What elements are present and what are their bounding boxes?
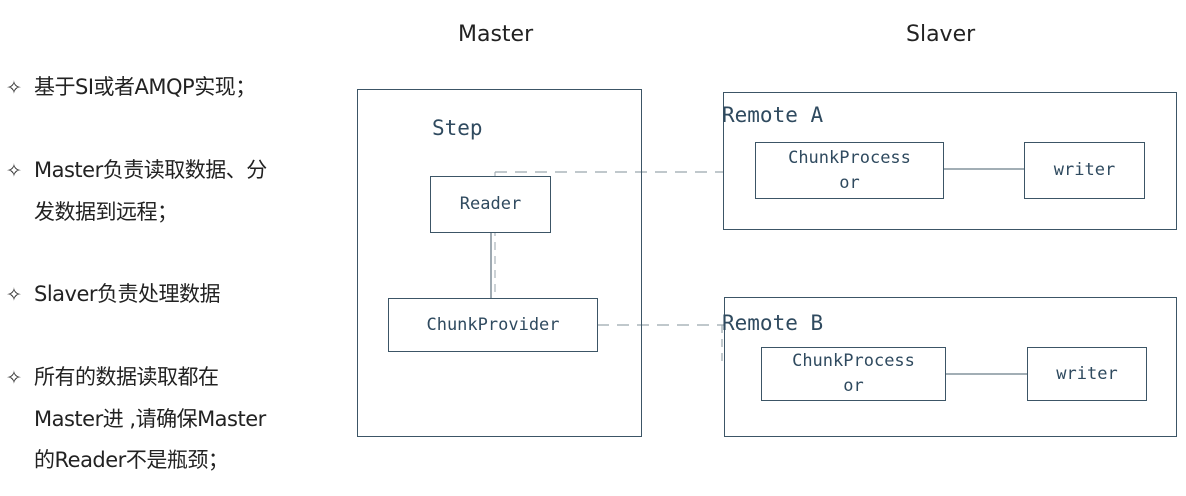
bullet-item-1: ✧ 基于SI或者AMQP实现；: [6, 67, 256, 109]
diamond-star-icon: ✧: [6, 284, 22, 306]
diamond-star-icon: ✧: [6, 160, 22, 182]
writer-a-box: writer: [1024, 142, 1145, 199]
chunk-processor-a-label: ChunkProcess: [788, 147, 911, 168]
step-label: Step: [432, 116, 483, 140]
chunk-processor-a-label-wrap: or: [839, 172, 860, 193]
reader-label: Reader: [459, 194, 522, 214]
bullet-text: 基于SI或者AMQP实现；: [34, 75, 256, 99]
writer-b-label: writer: [1056, 363, 1118, 384]
bullet-item-4: ✧ 所有的数据读取都在 Master进 ,请确保Master 的Reader不是瓶…: [6, 357, 266, 481]
writer-b-box: writer: [1027, 347, 1147, 401]
remote-b-panel: [724, 297, 1177, 437]
chunk-processor-b-label-wrap: or: [843, 376, 864, 396]
bullet-text: Master负责读取数据、分: [34, 158, 267, 182]
chunk-processor-b-label: ChunkProcess: [792, 351, 915, 371]
remote-b-title: Remote B: [722, 311, 824, 335]
bullet-item-2: ✧ Master负责读取数据、分 发数据到远程；: [6, 150, 267, 233]
bullet-text: 所有的数据读取都在: [34, 365, 219, 389]
bullet-item-3: ✧ Slaver负责处理数据: [6, 274, 221, 316]
bullet-text-continued: 的Reader不是瓶颈；: [34, 448, 229, 472]
reader-box: Reader: [430, 176, 551, 233]
bullet-text-continued: Master进 ,请确保Master: [34, 407, 266, 431]
remote-a-panel: [723, 92, 1177, 230]
master-panel: [357, 89, 642, 437]
diamond-star-icon: ✧: [6, 367, 22, 389]
writer-a-label: writer: [1053, 160, 1116, 180]
bullet-text-continued: 发数据到远程；: [34, 200, 178, 224]
bullet-text: Slaver负责处理数据: [34, 282, 221, 306]
remote-a-title: Remote A: [722, 103, 824, 127]
chunk-processor-b-box: ChunkProcess or: [761, 347, 946, 401]
slaver-heading: Slaver: [906, 22, 976, 47]
chunk-provider-box: ChunkProvider: [388, 298, 598, 352]
chunk-processor-a-box: ChunkProcess or: [755, 142, 944, 199]
diamond-star-icon: ✧: [6, 77, 22, 99]
chunk-provider-label: ChunkProvider: [426, 314, 560, 335]
master-heading: Master: [458, 22, 534, 47]
